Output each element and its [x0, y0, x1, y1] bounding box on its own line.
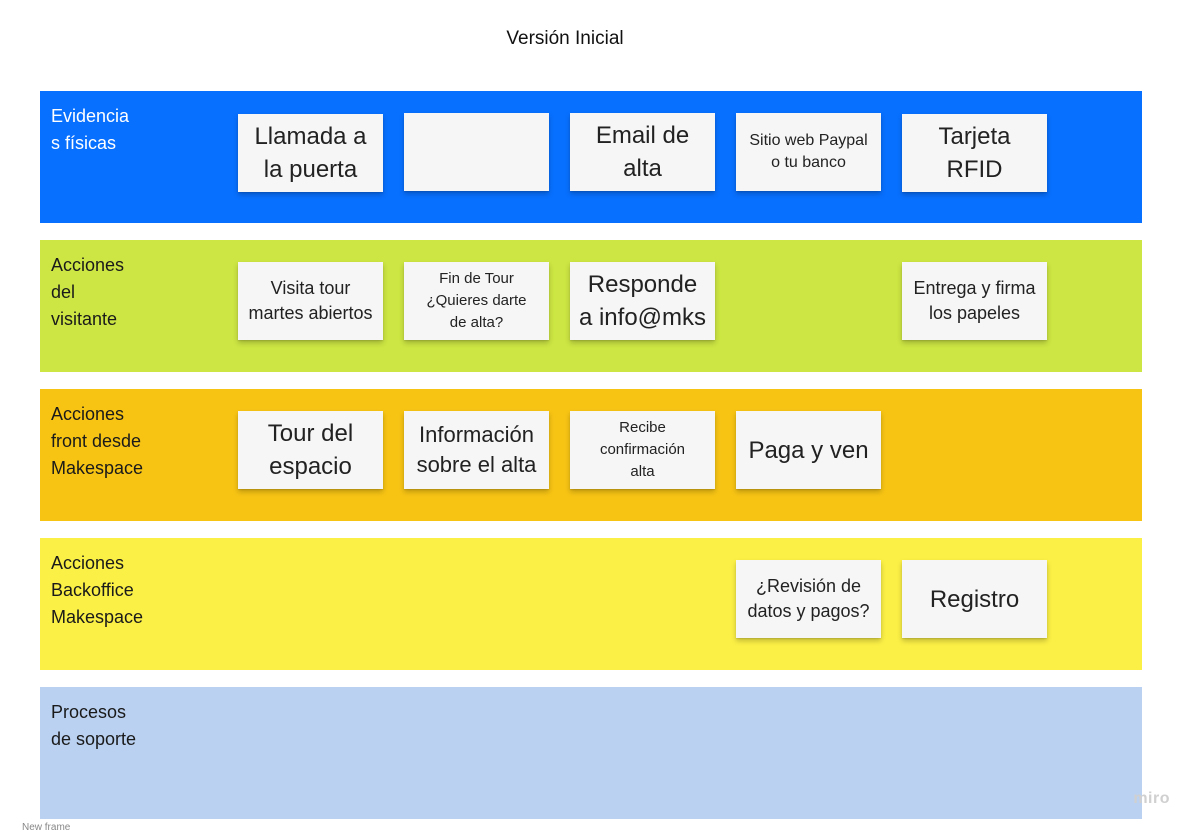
lane-label-support-processes: Procesos de soporte: [51, 702, 137, 749]
sticky-note-reply-info[interactable]: Responde a info@mks: [570, 262, 715, 340]
lane-physical-evidence[interactable]: Evidencia s físicas Llamada a la puerta …: [40, 91, 1142, 223]
sticky-note-tour-end[interactable]: Fin de Tour ¿Quieres darte de alta?: [404, 262, 549, 340]
sticky-note-empty[interactable]: [404, 113, 549, 191]
sticky-note-signup-info[interactable]: Información sobre el alta: [404, 411, 549, 489]
miro-watermark: miro: [1133, 790, 1170, 807]
sticky-note-registration[interactable]: Registro: [902, 560, 1047, 638]
sticky-note-knock-door[interactable]: Llamada a la puerta: [238, 114, 383, 192]
lane-backoffice-actions[interactable]: Acciones Backoffice Makespace ¿Revisión …: [40, 538, 1142, 670]
board-title: Versión Inicial: [506, 28, 624, 49]
sticky-note-tour-visit[interactable]: Visita tour martes abiertos: [238, 262, 383, 340]
sticky-note-space-tour[interactable]: Tour del espacio: [238, 411, 383, 489]
lane-label-backoffice-actions: Acciones Backoffice Makespace: [51, 553, 144, 627]
frame-label[interactable]: New frame: [22, 822, 71, 833]
lane-label-front-actions: Acciones front desde Makespace: [51, 404, 144, 478]
sticky-note-receive-confirmation[interactable]: Recibe confirmación alta: [570, 411, 715, 489]
lane-visitor-actions[interactable]: Acciones del visitante Visita tour marte…: [40, 240, 1142, 372]
sticky-note-deliver-papers[interactable]: Entrega y firma los papeles: [902, 262, 1047, 340]
lane-label-physical-evidence: Evidencia s físicas: [51, 106, 130, 153]
lane-label-visitor-actions: Acciones del visitante: [51, 255, 125, 329]
sticky-note-signup-email[interactable]: Email de alta: [570, 113, 715, 191]
sticky-note-pay-and-come[interactable]: Paga y ven: [736, 411, 881, 489]
sticky-note-paypal-bank[interactable]: Sitio web Paypal o tu banco: [736, 113, 881, 191]
sticky-note-review-data-payments[interactable]: ¿Revisión de datos y pagos?: [736, 560, 881, 638]
lane-front-actions[interactable]: Acciones front desde Makespace Tour del …: [40, 389, 1142, 521]
sticky-note-rfid-card[interactable]: Tarjeta RFID: [902, 114, 1047, 192]
lane-support-processes[interactable]: Procesos de soporte: [40, 687, 1142, 819]
